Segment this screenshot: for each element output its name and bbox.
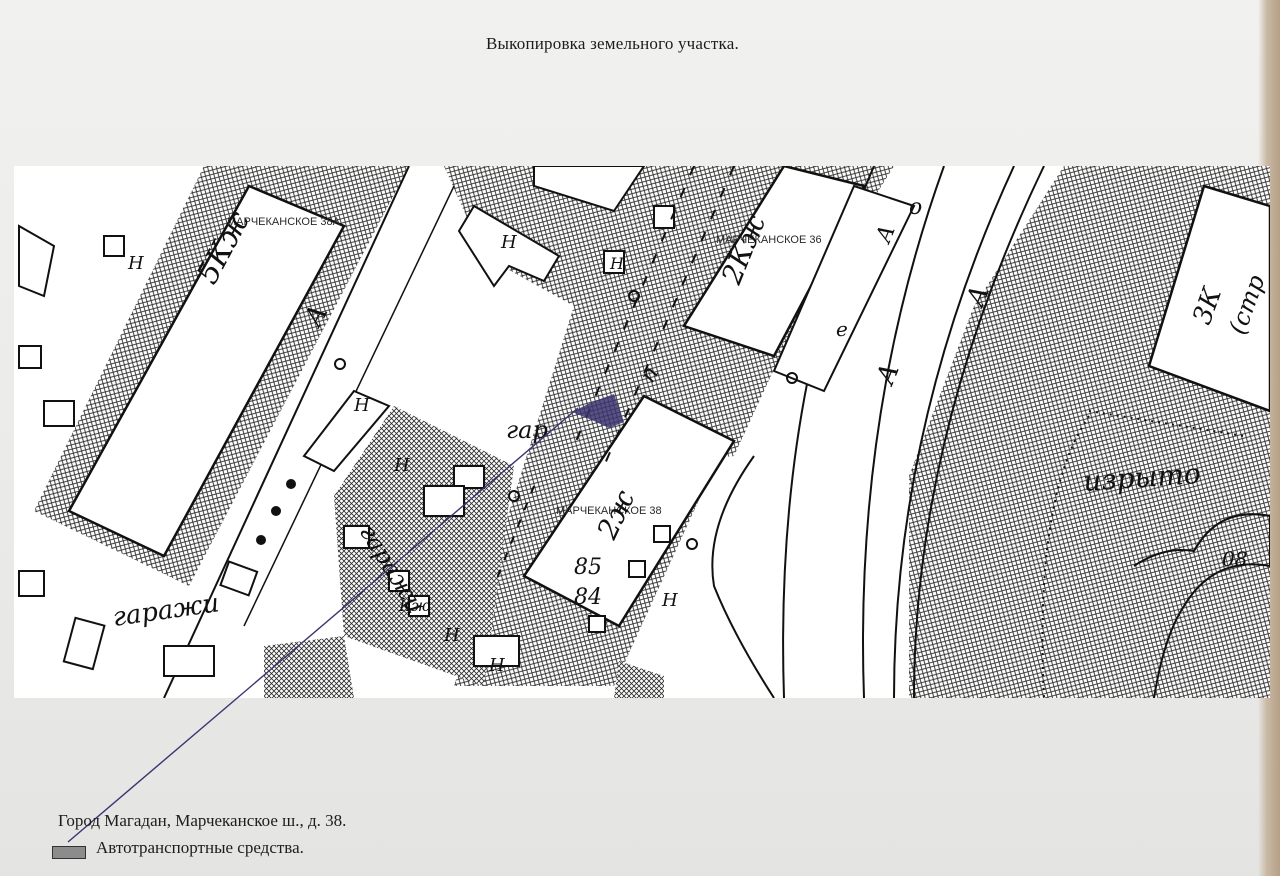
dashed-line-2 <box>573 166 695 447</box>
slope-contour <box>1133 513 1270 698</box>
outbuilding-4[interactable] <box>18 570 45 597</box>
road-label-o: о <box>909 195 922 220</box>
area-label-izryto: изрыто <box>1082 457 1201 498</box>
address-label-38a: МАРЧЕКАНСКОЕ 38А <box>227 216 341 228</box>
map-excerpt[interactable]: МАРЧЕКАНСКОЕ 38А МАРЧЕКАНСКОЕ 36 МАРЧЕКА… <box>14 166 1270 698</box>
vehicle-marker[interactable] <box>572 394 624 428</box>
legend-swatch-vehicles <box>52 846 86 859</box>
outbuilding-13[interactable] <box>62 616 106 671</box>
pole-marker-5 <box>786 372 798 384</box>
road-label-e: е <box>836 317 848 341</box>
area-label-08: 08 <box>1222 547 1247 571</box>
road-edge-4 <box>913 166 1045 698</box>
outbuilding-16[interactable] <box>653 525 671 543</box>
building-label-n5: Н <box>443 625 460 646</box>
address-label-36: МАРЧЕКАНСКОЕ 36 <box>716 234 822 246</box>
pole-marker-1 <box>334 358 346 370</box>
outbuilding-18[interactable] <box>588 615 606 633</box>
outbuilding-6[interactable] <box>163 645 215 677</box>
building-label-n4: Н <box>393 455 410 476</box>
fence-post-3 <box>256 535 266 545</box>
outbuilding-10[interactable] <box>653 205 675 229</box>
building-label-n6: Н <box>488 655 505 676</box>
building-label-n7: Н <box>609 254 625 273</box>
hatched-zone-bottom-center <box>614 661 664 698</box>
area-label-garazhi: гаражи <box>111 588 221 633</box>
driveway-curve <box>711 455 775 698</box>
fence-post-1 <box>286 479 296 489</box>
outbuilding-5[interactable] <box>219 560 259 597</box>
dotted-outline <box>1041 415 1090 698</box>
building-3k[interactable] <box>1147 184 1270 413</box>
legend-label-vehicles: Автотранспортные средства. <box>96 838 304 857</box>
dotted-outline-2 <box>1088 410 1245 437</box>
outbuilding-11[interactable] <box>603 250 625 274</box>
building-label-n1: Н <box>127 253 144 274</box>
outbuilding-1[interactable] <box>103 235 125 257</box>
dashed-line-1 <box>603 166 735 467</box>
map-canvas: МАРЧЕКАНСКОЕ 38А МАРЧЕКАНСКОЕ 36 МАРЧЕКА… <box>18 166 1270 698</box>
pole-marker-2 <box>628 290 640 302</box>
outbuilding-19[interactable] <box>18 224 56 298</box>
outbuilding-2[interactable] <box>18 345 42 369</box>
area-label-85: 85 <box>574 555 602 580</box>
building-label-n3: Н <box>353 395 370 416</box>
building-top-center[interactable] <box>533 166 646 213</box>
hatched-zone-bottom-left <box>264 636 354 698</box>
outbuilding-17[interactable] <box>628 560 646 578</box>
road-label-a3: А <box>870 359 906 390</box>
outbuilding-7[interactable] <box>453 465 485 489</box>
address-label-38: МАРЧЕКАНСКОЕ 38 <box>556 505 662 517</box>
address-caption: Город Магадан, Марчеканское ш., д. 38. <box>58 811 347 830</box>
road-edge-2 <box>862 166 945 698</box>
area-label-84: 84 <box>574 585 602 610</box>
pole-marker-4 <box>686 538 698 550</box>
document-title: Выкопировка земельного участка. <box>486 34 739 53</box>
area-label-gar: гар <box>506 416 548 444</box>
outbuilding-8[interactable] <box>423 485 465 517</box>
outbuilding-3[interactable] <box>43 400 75 427</box>
fence-post-2 <box>271 506 281 516</box>
road-edge-3 <box>893 166 1015 698</box>
building-n-top[interactable] <box>457 204 561 288</box>
building-label-n2: Н <box>500 232 517 253</box>
parking-strip[interactable] <box>772 184 916 393</box>
building-2kzh[interactable] <box>682 166 866 358</box>
building-label-n8: Н <box>661 590 678 611</box>
